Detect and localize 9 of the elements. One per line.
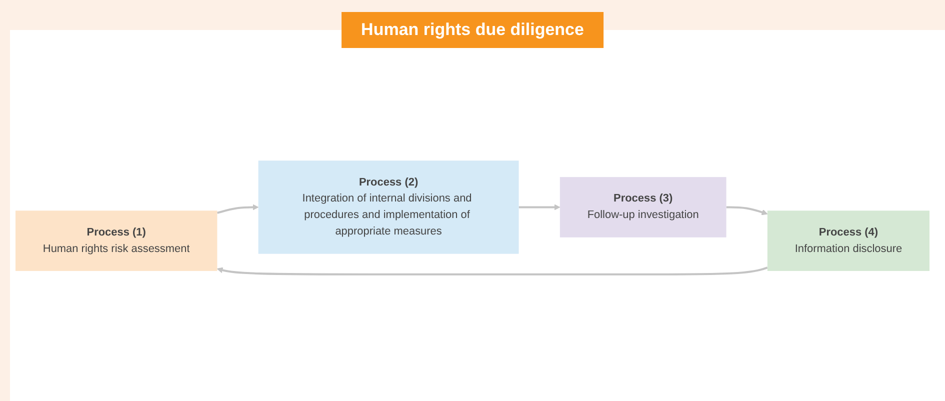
arrow (216, 266, 768, 276)
node-box: Process (2) Integration of internal divisions and procedures and implementation of appropriate measures (258, 160, 519, 254)
arrow (518, 204, 560, 210)
node-box: Process (4) Information disclosure (767, 210, 930, 271)
arrow (216, 204, 259, 214)
node-box: Process (3) Follow-up investigation (560, 177, 726, 238)
arrow (726, 206, 768, 216)
node-box: Process (1) Human rights risk assessment (15, 210, 218, 271)
title-banner: Human rights due diligence (341, 12, 604, 48)
